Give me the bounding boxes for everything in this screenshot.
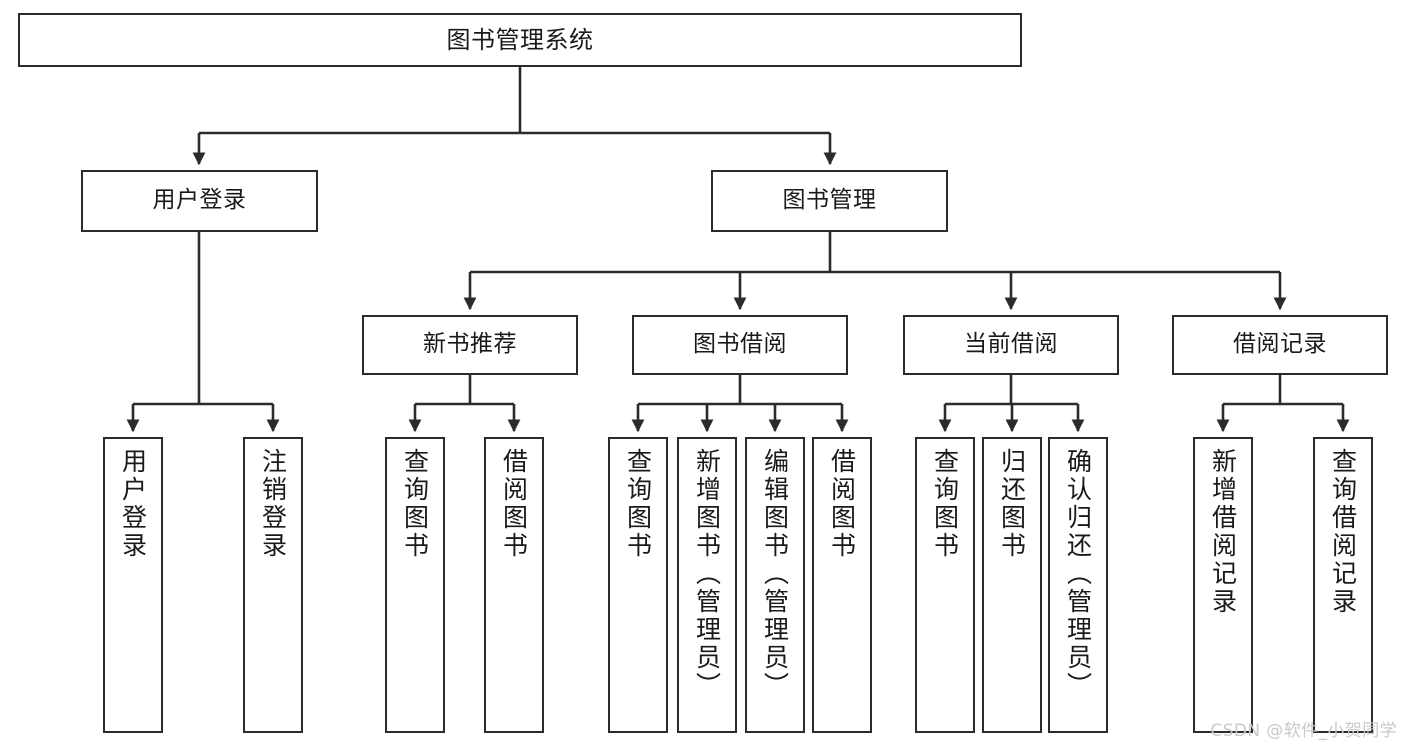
node-label: 归还图书 [997, 448, 1027, 560]
leaf-current-query-book[interactable]: 查询图书 [915, 437, 975, 733]
node-label: 查询借阅记录 [1328, 448, 1358, 616]
node-user-login[interactable]: 用户登录 [81, 170, 318, 232]
node-label: 当前借阅 [964, 331, 1058, 358]
node-new-book-recommend[interactable]: 新书推荐 [362, 315, 578, 375]
node-book-management[interactable]: 图书管理 [711, 170, 948, 232]
node-label: 确认归还（管理员） [1063, 448, 1093, 700]
node-label: 查询图书 [400, 448, 430, 560]
leaf-borrow-add-book[interactable]: 新增图书（管理员） [677, 437, 737, 733]
node-label: 编辑图书（管理员） [760, 448, 790, 700]
node-book-borrow[interactable]: 图书借阅 [632, 315, 848, 375]
node-label: 图书借阅 [693, 331, 787, 358]
leaf-borrow-edit-book[interactable]: 编辑图书（管理员） [745, 437, 805, 733]
node-label: 图书管理 [782, 187, 877, 214]
leaf-borrow-borrow-book[interactable]: 借阅图书 [812, 437, 872, 733]
leaf-user-login-logout[interactable]: 注销登录 [243, 437, 303, 733]
node-label: 图书管理系统 [446, 25, 594, 54]
node-label: 借阅图书 [827, 448, 857, 560]
leaf-records-query-record[interactable]: 查询借阅记录 [1313, 437, 1373, 733]
leaf-recommend-borrow-book[interactable]: 借阅图书 [484, 437, 544, 733]
node-label: 注销登录 [258, 448, 288, 560]
leaf-borrow-query-book[interactable]: 查询图书 [608, 437, 668, 733]
node-label: 用户登录 [118, 448, 148, 560]
leaf-current-return-book[interactable]: 归还图书 [982, 437, 1042, 733]
node-label: 新增图书（管理员） [692, 448, 722, 700]
node-borrow-records[interactable]: 借阅记录 [1172, 315, 1388, 375]
node-root-system[interactable]: 图书管理系统 [18, 13, 1022, 67]
node-label: 查询图书 [623, 448, 653, 560]
node-label: 查询图书 [930, 448, 960, 560]
node-label: 用户登录 [152, 187, 247, 214]
leaf-recommend-query-book[interactable]: 查询图书 [385, 437, 445, 733]
csdn-watermark: CSDN @软件_小贺同学 [1210, 721, 1397, 741]
node-label: 借阅记录 [1233, 331, 1327, 358]
node-label: 借阅图书 [499, 448, 529, 560]
node-current-borrow[interactable]: 当前借阅 [903, 315, 1119, 375]
leaf-current-confirm-return[interactable]: 确认归还（管理员） [1048, 437, 1108, 733]
leaf-records-add-record[interactable]: 新增借阅记录 [1193, 437, 1253, 733]
leaf-user-login-login[interactable]: 用户登录 [103, 437, 163, 733]
node-label: 新增借阅记录 [1208, 448, 1238, 616]
node-label: 新书推荐 [423, 331, 517, 358]
